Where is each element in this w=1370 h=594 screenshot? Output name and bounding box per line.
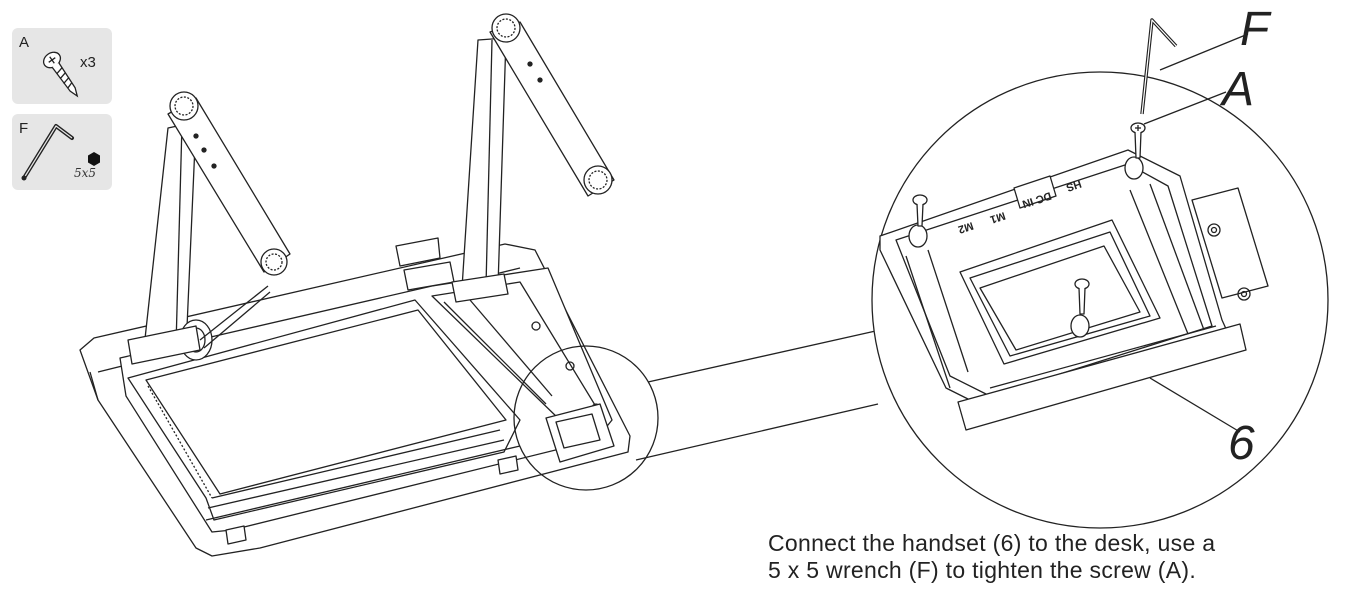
- part-letter: A: [19, 34, 30, 51]
- screw-icon: [42, 51, 79, 98]
- magnifier-small-circle: [513, 345, 659, 491]
- label-m1: M1: [989, 209, 1007, 225]
- instruction-text: Connect the handset (6) to the desk, use…: [768, 530, 1215, 584]
- handset-rail: [957, 323, 1247, 431]
- leader-line-a: [1143, 91, 1227, 125]
- callout-a: A: [1222, 63, 1255, 116]
- part-card-screw: A x3: [12, 28, 112, 104]
- label-hs: HS: [1065, 177, 1083, 193]
- hex-wrench-icon: [21, 124, 100, 181]
- hex-shape-icon: [88, 152, 100, 166]
- instruction-line-2: 5 x 5 wrench (F) to tighten the screw (A…: [768, 557, 1197, 583]
- callout-handset: 6: [1228, 417, 1255, 470]
- leader-line-f: [1159, 33, 1249, 71]
- screw-a-detail: [912, 122, 1146, 315]
- part-quantity: x3: [80, 54, 96, 71]
- leader-line-6: [1149, 377, 1241, 433]
- part-letter: F: [19, 120, 29, 137]
- callout-f: F: [1240, 3, 1270, 56]
- instruction-line-1: Connect the handset (6) to the desk, use…: [768, 530, 1216, 556]
- label-m2: M2: [957, 219, 975, 235]
- part-card-wrench: F 5x5: [12, 114, 112, 190]
- right-leg: [461, 37, 507, 289]
- wrench-size: 5x5: [74, 166, 97, 180]
